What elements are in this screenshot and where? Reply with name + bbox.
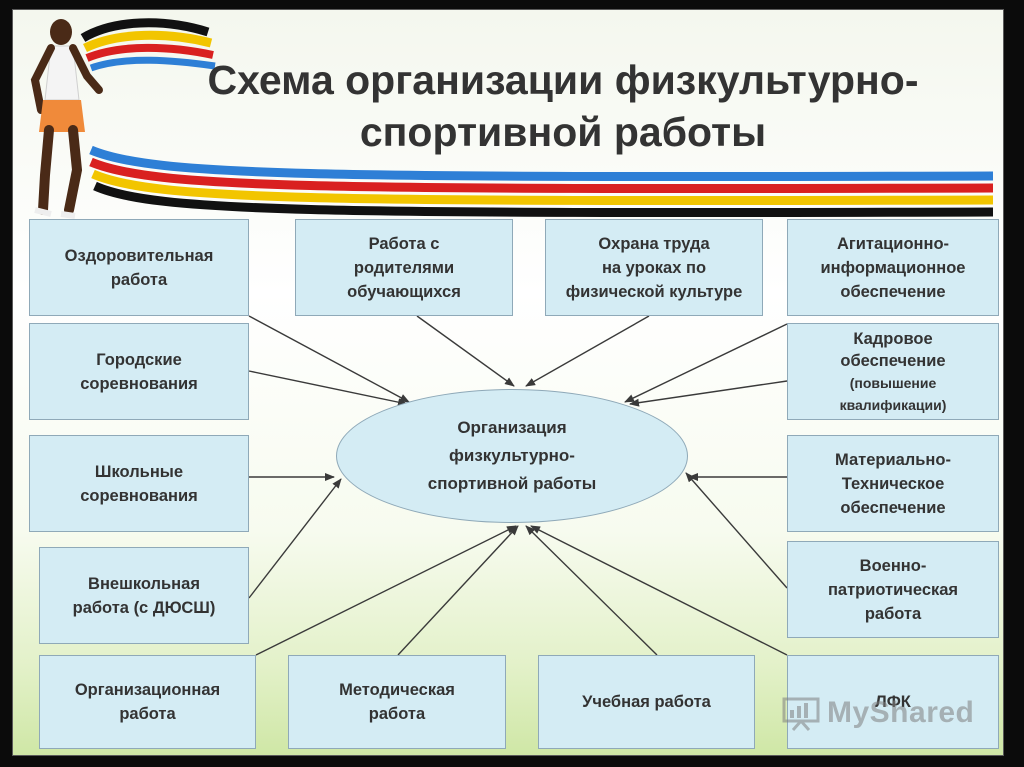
arrow-city-competitions [248,370,408,407]
presentation-icon [782,697,820,731]
arrow-extracurricular [248,478,342,599]
arrow-agitation [624,323,788,403]
arrow-methodical [397,525,519,656]
staffing-note-2: квалификации) [839,396,947,413]
box-staffing: Кадровое обеспечение (повышение квалифик… [787,323,999,420]
box-military: Военно- патриотическая работа [787,541,999,638]
staffing-title: Кадровое обеспечение [840,329,946,370]
runner-figure [30,19,103,219]
arrow-staffing [629,380,788,407]
box-lfk: ЛФК [787,655,999,749]
box-agitation: Агитационно- информационное обеспечение [787,219,999,316]
box-methodical: Методическая работа [288,655,506,749]
box-health: Оздоровительная работа [29,219,249,316]
box-academic: Учебная работа [538,655,755,749]
center-ellipse: Организация физкультурно- спортивной раб… [336,389,688,523]
box-extracurricular: Внешкольная работа (с ДЮСШ) [39,547,249,644]
watermark-text: MyShared [827,696,975,729]
arrow-organizational [255,525,517,656]
arrows-layer [248,315,788,656]
arrow-lfk [530,525,788,656]
arrow-labor-safety [525,315,650,387]
slide: Схема организации физкультурно- спортивн… [12,9,1004,756]
staffing-note-1: (повышение [849,374,937,391]
box-labor-safety: Охрана труда на уроках по физической кул… [545,219,763,316]
box-parents: Работа с родителями обучающихся [295,219,513,316]
arrow-academic [525,525,658,656]
box-school-competitions: Школьные соревнования [29,435,249,532]
slide-title: Схема организации физкультурно- спортивн… [207,57,919,155]
box-organizational: Организационная работа [39,655,256,749]
olympic-stripes [80,18,994,218]
arrow-parents [416,315,515,387]
watermark: MyShared [781,693,974,733]
arrow-health [248,315,410,403]
box-city-competitions: Городские соревнования [29,323,249,420]
box-material: Материально- Техническое обеспечение [787,435,999,532]
arrow-military [685,472,788,589]
